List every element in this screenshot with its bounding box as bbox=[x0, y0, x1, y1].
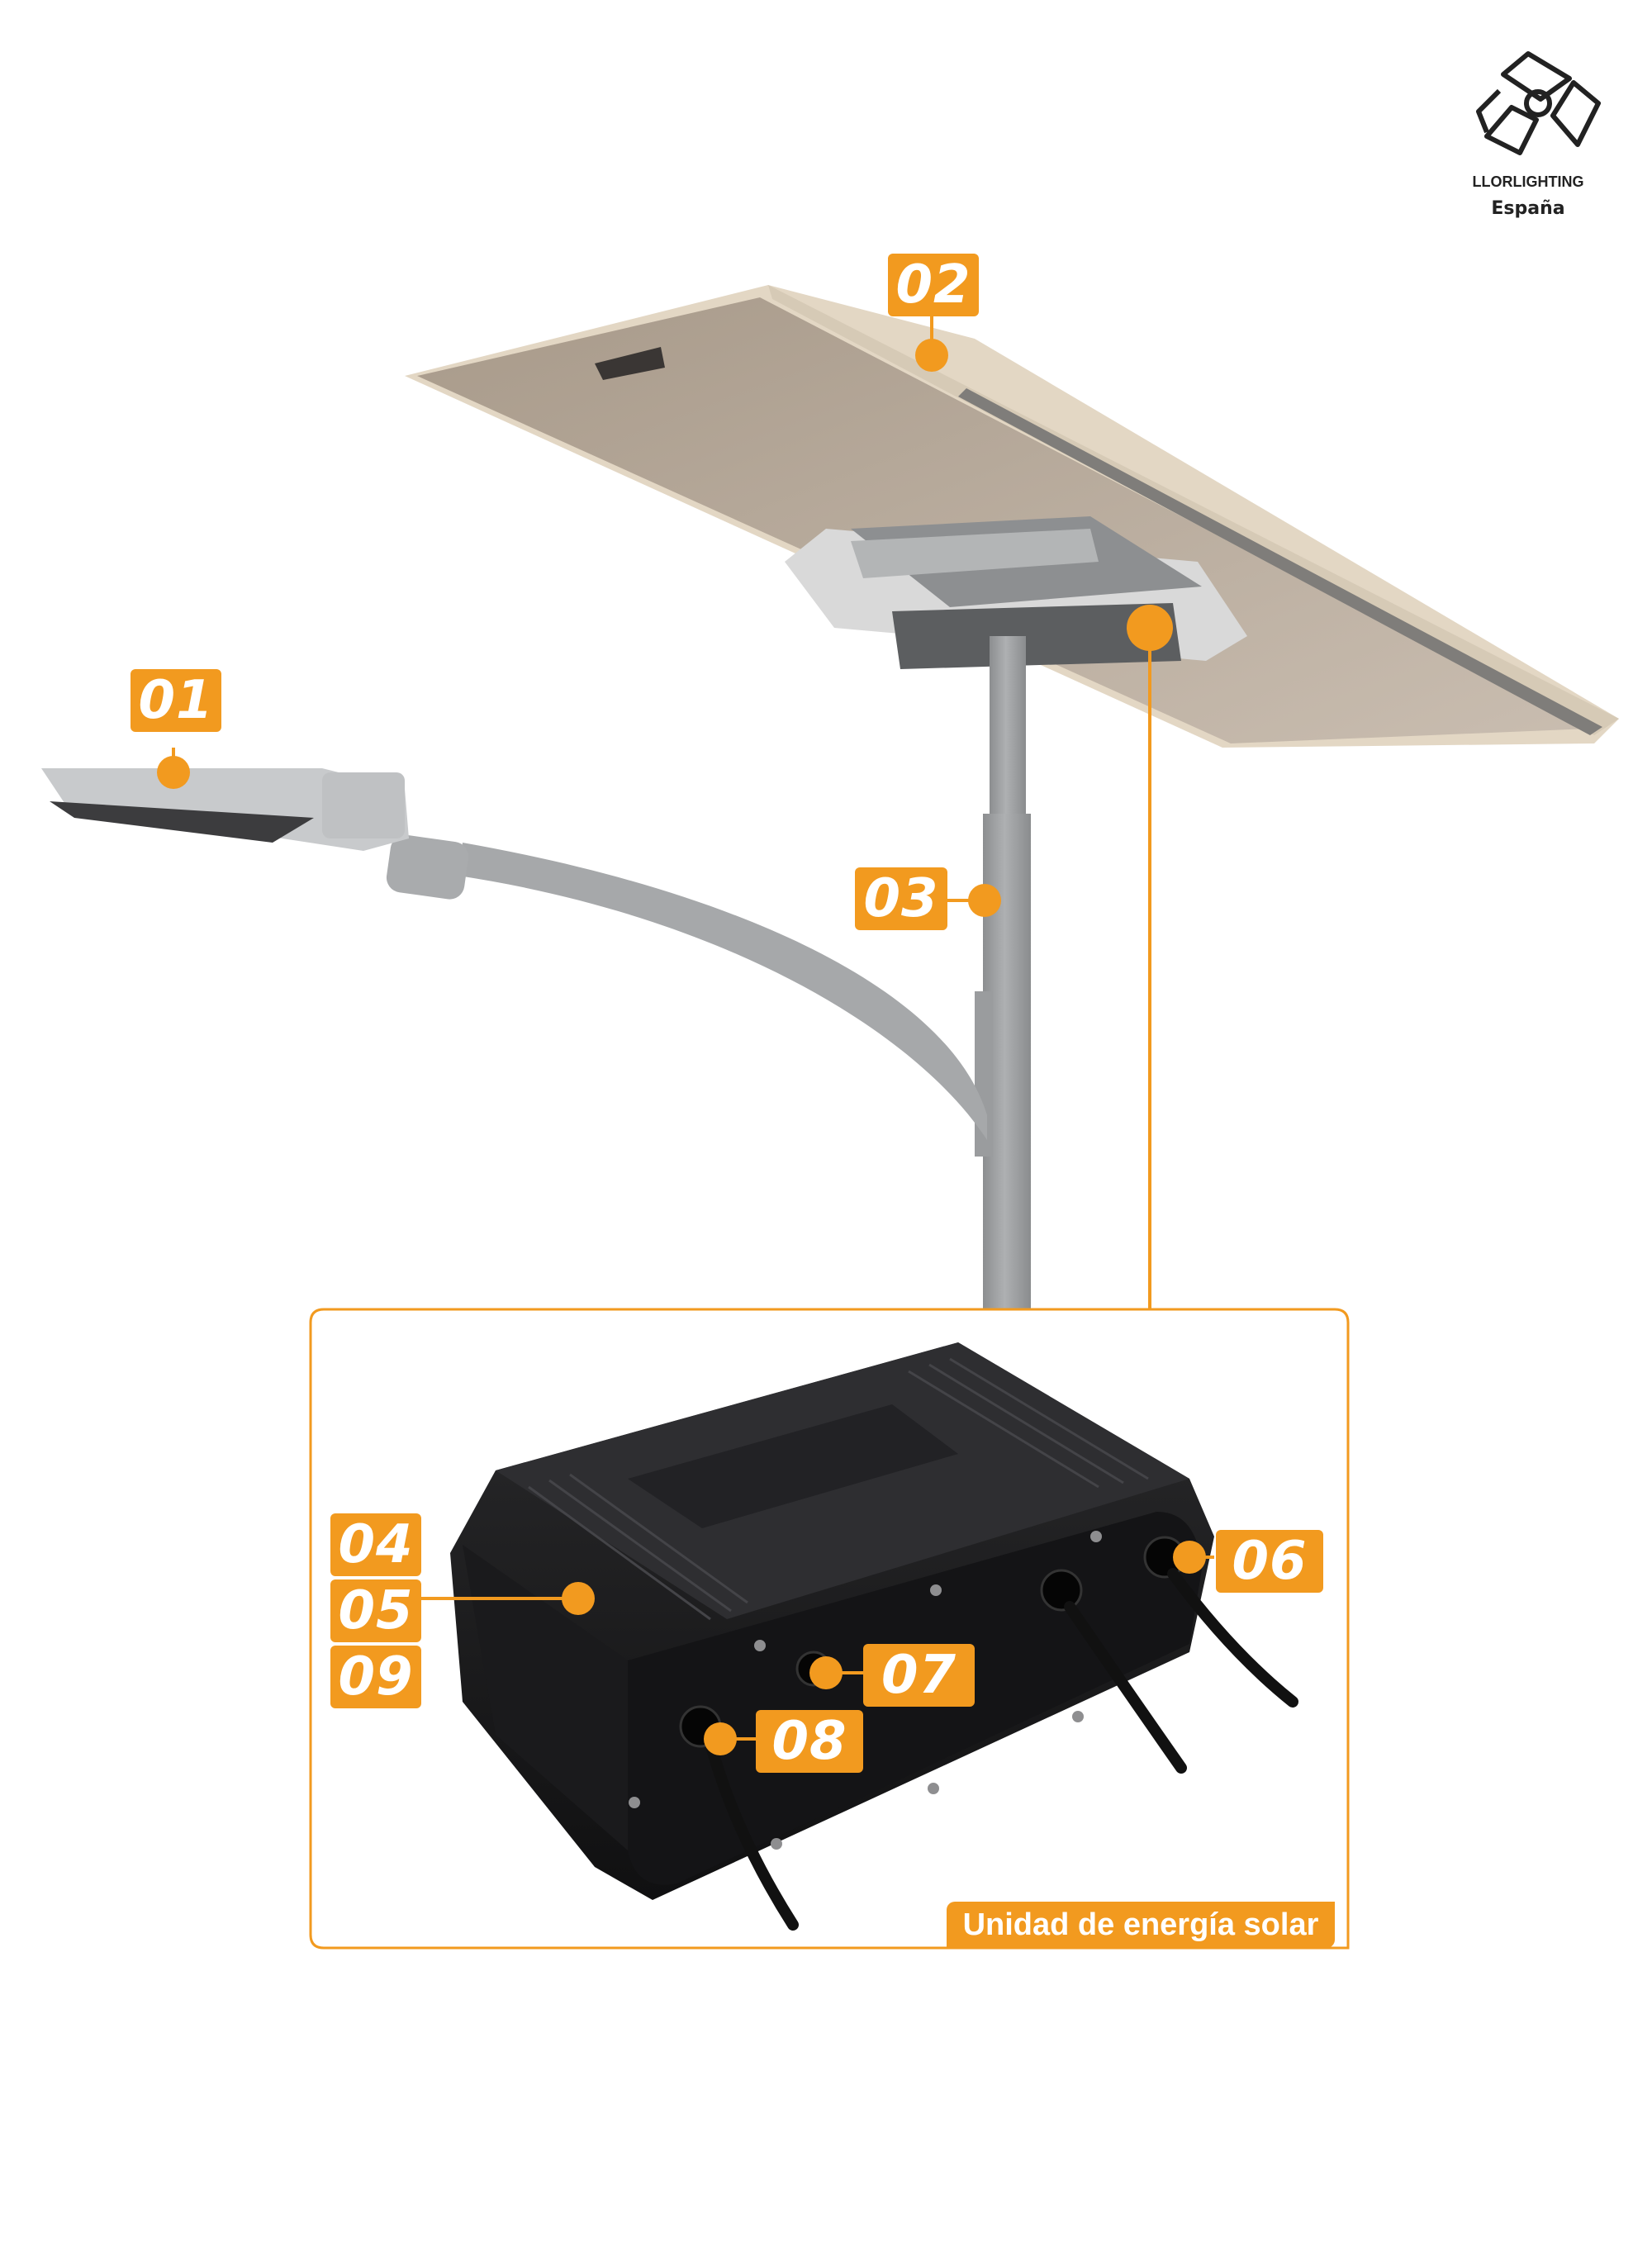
inset-caption: Unidad de energía solar bbox=[947, 1902, 1335, 1948]
callout-06: 06 bbox=[1216, 1530, 1323, 1593]
solar-panel bbox=[405, 285, 1619, 748]
callout-08: 08 bbox=[756, 1710, 863, 1773]
solar-energy-unit bbox=[417, 1342, 1298, 1931]
callout-02: 02 bbox=[888, 254, 979, 316]
callout-09: 09 bbox=[330, 1646, 421, 1708]
callout-dot-03 bbox=[968, 884, 1001, 917]
callout-dot-02 bbox=[915, 339, 948, 372]
callout-leaders bbox=[157, 316, 1173, 1309]
lamp-head bbox=[41, 768, 409, 851]
brand-country: España bbox=[1491, 198, 1565, 219]
callout-05: 05 bbox=[330, 1579, 421, 1642]
callout-dot-01 bbox=[157, 756, 190, 789]
brand-name: LLORLIGHTING bbox=[1472, 173, 1584, 190]
lamp-arm bbox=[458, 843, 987, 1140]
pole bbox=[975, 636, 1031, 1309]
callout-01: 01 bbox=[131, 669, 221, 732]
callout-03: 03 bbox=[855, 867, 947, 930]
inset-frame bbox=[309, 1308, 1350, 1950]
callout-04: 04 bbox=[330, 1513, 421, 1576]
pinwheel-logo-icon bbox=[1476, 51, 1601, 155]
callout-07: 07 bbox=[863, 1644, 975, 1707]
